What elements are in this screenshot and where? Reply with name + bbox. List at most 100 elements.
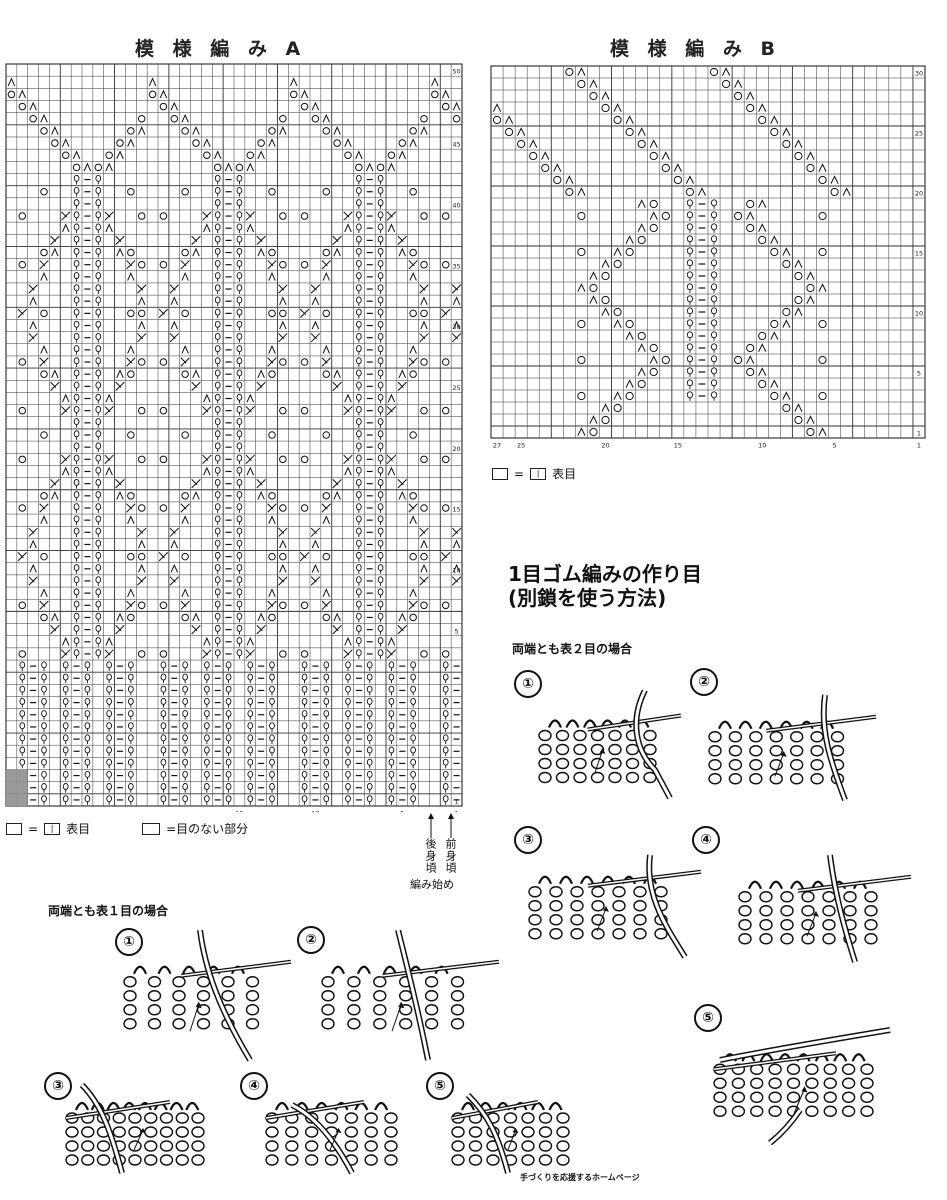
arrow-back-label: 後身頃 <box>424 838 437 874</box>
yarn-over-mark <box>649 223 658 233</box>
yarn-over-mark <box>181 552 189 561</box>
fabric-stitch <box>521 1112 535 1124</box>
fabric-stitch <box>321 990 335 1002</box>
yarn-over-mark <box>137 114 146 123</box>
fabric-stitch <box>810 773 824 785</box>
fabric-stitch <box>65 1126 79 1138</box>
fabric-stitch <box>810 745 824 757</box>
decrease-mark <box>637 367 646 376</box>
twisted-stitch-mark <box>356 527 362 535</box>
yarn-over-mark <box>409 248 417 257</box>
decrease-mark <box>409 138 417 147</box>
decrease-mark <box>181 344 189 354</box>
decrease-mark <box>409 271 417 281</box>
fabric-stitch <box>538 757 552 770</box>
yarn-over-mark <box>830 187 839 197</box>
fabric-stitch <box>451 1140 465 1152</box>
twisted-stitch-mark <box>95 296 102 304</box>
shaded-cell <box>6 793 17 806</box>
fabric-stitch <box>451 1154 465 1166</box>
fabric-stitch <box>780 933 794 945</box>
cross-mark <box>61 406 71 416</box>
col-label: 27 <box>493 442 501 450</box>
decrease-mark <box>333 126 341 135</box>
loop-top <box>747 880 763 890</box>
yarn-over-mark <box>409 309 417 318</box>
yarn-over-mark <box>159 102 168 111</box>
yarn-over-mark <box>577 247 586 257</box>
yarn-over-mark <box>289 90 298 99</box>
cross-mark <box>61 649 71 659</box>
decrease-mark <box>782 391 791 400</box>
decrease-mark <box>577 427 586 436</box>
fabric-stitch <box>608 729 622 742</box>
decrease-mark <box>105 223 113 233</box>
fabric-stitch <box>265 1126 279 1138</box>
cross-mark <box>408 503 418 513</box>
arrow-head-icon <box>780 750 787 757</box>
twisted-stitch-mark <box>73 284 80 292</box>
twisted-stitch-mark <box>710 283 718 291</box>
fabric-stitch <box>570 886 584 898</box>
decrease-mark <box>257 247 265 257</box>
yarn-over-mark <box>268 187 276 196</box>
yarn-over-mark <box>420 650 428 658</box>
yarn-over-mark <box>420 406 428 415</box>
yarn-over-mark <box>322 187 331 196</box>
yarn-over-mark <box>181 431 189 439</box>
yarn-strand-inner <box>634 690 672 799</box>
yarn-over-mark <box>40 187 48 196</box>
yarn-over-mark <box>577 355 586 365</box>
footer-text: 手づくりを応援するホームページ <box>520 1173 640 1182</box>
fabric-stitch <box>373 990 387 1002</box>
fabric-stitch <box>749 731 763 743</box>
decrease-mark <box>589 79 598 88</box>
decrease-mark <box>770 115 779 124</box>
cross-mark <box>299 552 310 562</box>
row-label: 25 <box>452 384 460 392</box>
fabric-stitch <box>810 759 824 771</box>
cross-mark <box>191 235 201 245</box>
col-label: 5 <box>833 442 837 450</box>
cross-mark <box>39 260 49 270</box>
fabric-stitch <box>769 731 783 743</box>
fabric-stitch <box>65 1154 79 1166</box>
yarn-over-mark <box>300 455 309 464</box>
fabric-stitch <box>144 1126 158 1138</box>
decrease-mark <box>83 162 92 172</box>
fabric-stitch <box>549 886 563 898</box>
yarn-over-mark <box>137 358 146 366</box>
twisted-stitch-mark <box>710 295 718 303</box>
row-label: 15 <box>915 250 923 258</box>
fabric-stitch <box>221 976 235 988</box>
yarn-over-mark <box>589 283 598 293</box>
fabric-stitch <box>573 757 587 770</box>
twisted-stitch-mark <box>95 515 102 523</box>
fabric-stitch <box>147 990 162 1002</box>
yarn-over-mark <box>441 212 450 220</box>
fabric-stitch <box>860 1091 874 1103</box>
decrease-mark <box>279 539 287 549</box>
cross-mark <box>408 260 418 270</box>
yarn-over-mark <box>637 235 646 245</box>
yarn-over-mark <box>649 199 658 209</box>
twisted-stitch-mark <box>710 307 718 315</box>
col-label: 5 <box>400 810 404 812</box>
decrease-mark <box>344 636 352 646</box>
fabric-stitch <box>159 1126 174 1138</box>
decrease-mark <box>697 187 707 196</box>
cross-mark <box>191 381 201 391</box>
loop-top <box>374 1101 389 1111</box>
fabric-stitch <box>384 1154 398 1166</box>
decrease-mark <box>601 259 610 268</box>
fabric-stitch <box>556 1140 570 1152</box>
yarn-over-mark <box>441 102 450 111</box>
loop-top <box>382 965 397 975</box>
yarn-over-mark <box>203 151 211 159</box>
decrease-mark <box>29 320 37 330</box>
decrease-mark <box>601 403 610 412</box>
cross-mark <box>39 503 49 513</box>
decrease-mark <box>746 355 755 364</box>
fabric-stitch <box>573 729 587 742</box>
yarn-over-mark <box>409 127 417 135</box>
